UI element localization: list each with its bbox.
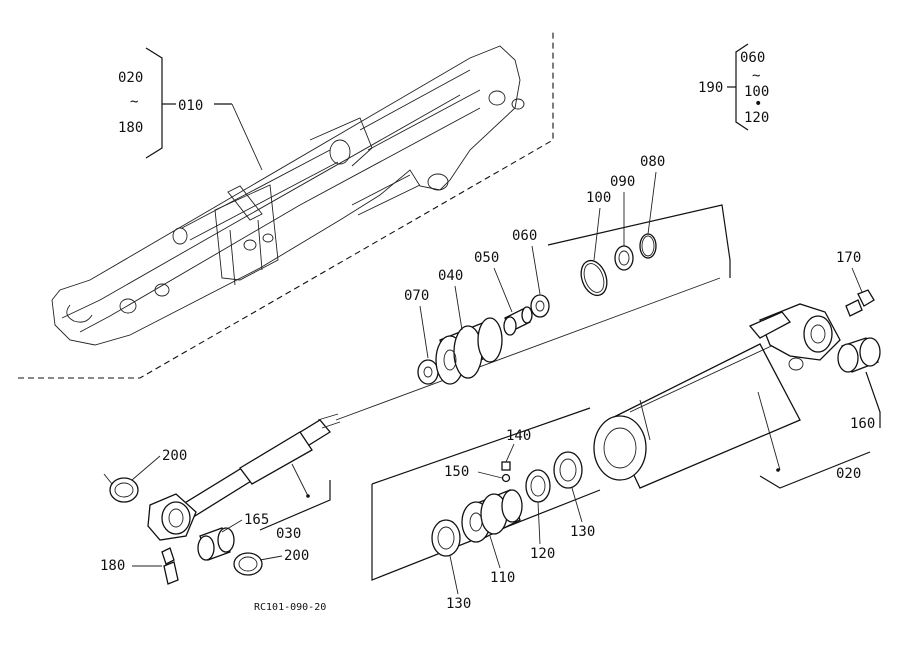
label-tilde-top: ~ bbox=[130, 94, 138, 110]
label-170: 170 bbox=[836, 250, 861, 266]
label-130-b: 130 bbox=[570, 524, 595, 540]
part-120-ring bbox=[525, 469, 551, 503]
label-030: 030 bbox=[276, 526, 301, 542]
label-010: 010 bbox=[178, 98, 203, 114]
label-080: 080 bbox=[640, 154, 665, 170]
part-130-ring-b bbox=[553, 451, 583, 489]
part-080-ring bbox=[639, 233, 657, 259]
part-070-nut bbox=[417, 359, 439, 385]
part-200-ring-a bbox=[109, 477, 139, 503]
part-030-piston-rod bbox=[147, 413, 341, 541]
part-160-bushing bbox=[837, 337, 881, 373]
label-120-top: 120 bbox=[744, 110, 769, 126]
label-060: 060 bbox=[512, 228, 537, 244]
part-130-ring-a bbox=[431, 519, 461, 557]
drawing-code: RC101-090-20 bbox=[254, 602, 326, 613]
label-100-top: 100 bbox=[744, 84, 769, 100]
label-070: 070 bbox=[404, 288, 429, 304]
label-110: 110 bbox=[490, 570, 515, 586]
kit-reference-labels: 190 060 ~ 100 • 120 bbox=[698, 43, 769, 131]
label-020-top: 020 bbox=[118, 70, 143, 86]
label-180: 180 bbox=[100, 558, 125, 574]
part-060-ring bbox=[530, 294, 550, 318]
part-140-plug bbox=[501, 461, 511, 471]
label-040: 040 bbox=[438, 268, 463, 284]
label-200-b: 200 bbox=[284, 548, 309, 564]
label-130-a: 130 bbox=[446, 596, 471, 612]
label-140: 140 bbox=[506, 428, 531, 444]
label-160: 160 bbox=[850, 416, 875, 432]
label-190-dot: • bbox=[754, 96, 762, 112]
head-group bbox=[371, 407, 601, 581]
label-060-top: 060 bbox=[740, 50, 765, 66]
label-090: 090 bbox=[610, 174, 635, 190]
label-200-a: 200 bbox=[162, 448, 187, 464]
part-180-fitting bbox=[161, 547, 179, 585]
part-170-fitting bbox=[845, 289, 875, 317]
part-020-cylinder-tube bbox=[593, 303, 871, 489]
inset-reference-labels: 020 ~ 180 010 bbox=[118, 47, 263, 171]
label-190-tilde: ~ bbox=[752, 68, 760, 84]
boom-assembly-inset bbox=[18, 30, 554, 379]
part-110-head bbox=[461, 489, 523, 543]
label-180-top: 180 bbox=[118, 120, 143, 136]
part-050-bushing bbox=[503, 306, 533, 336]
label-120: 120 bbox=[530, 546, 555, 562]
part-165-bushing bbox=[197, 527, 235, 561]
part-150-ball bbox=[501, 473, 511, 483]
piston-group: 070 040 050 060 bbox=[335, 154, 731, 421]
part-090-ring bbox=[614, 245, 634, 271]
label-165: 165 bbox=[244, 512, 269, 528]
label-150: 150 bbox=[444, 464, 469, 480]
part-040-piston bbox=[435, 317, 503, 385]
label-100: 100 bbox=[586, 190, 611, 206]
part-200-ring-b bbox=[233, 552, 263, 576]
part-100-ring bbox=[580, 259, 608, 297]
label-020: 020 bbox=[836, 466, 861, 482]
label-190: 190 bbox=[698, 80, 723, 96]
label-050: 050 bbox=[474, 250, 499, 266]
